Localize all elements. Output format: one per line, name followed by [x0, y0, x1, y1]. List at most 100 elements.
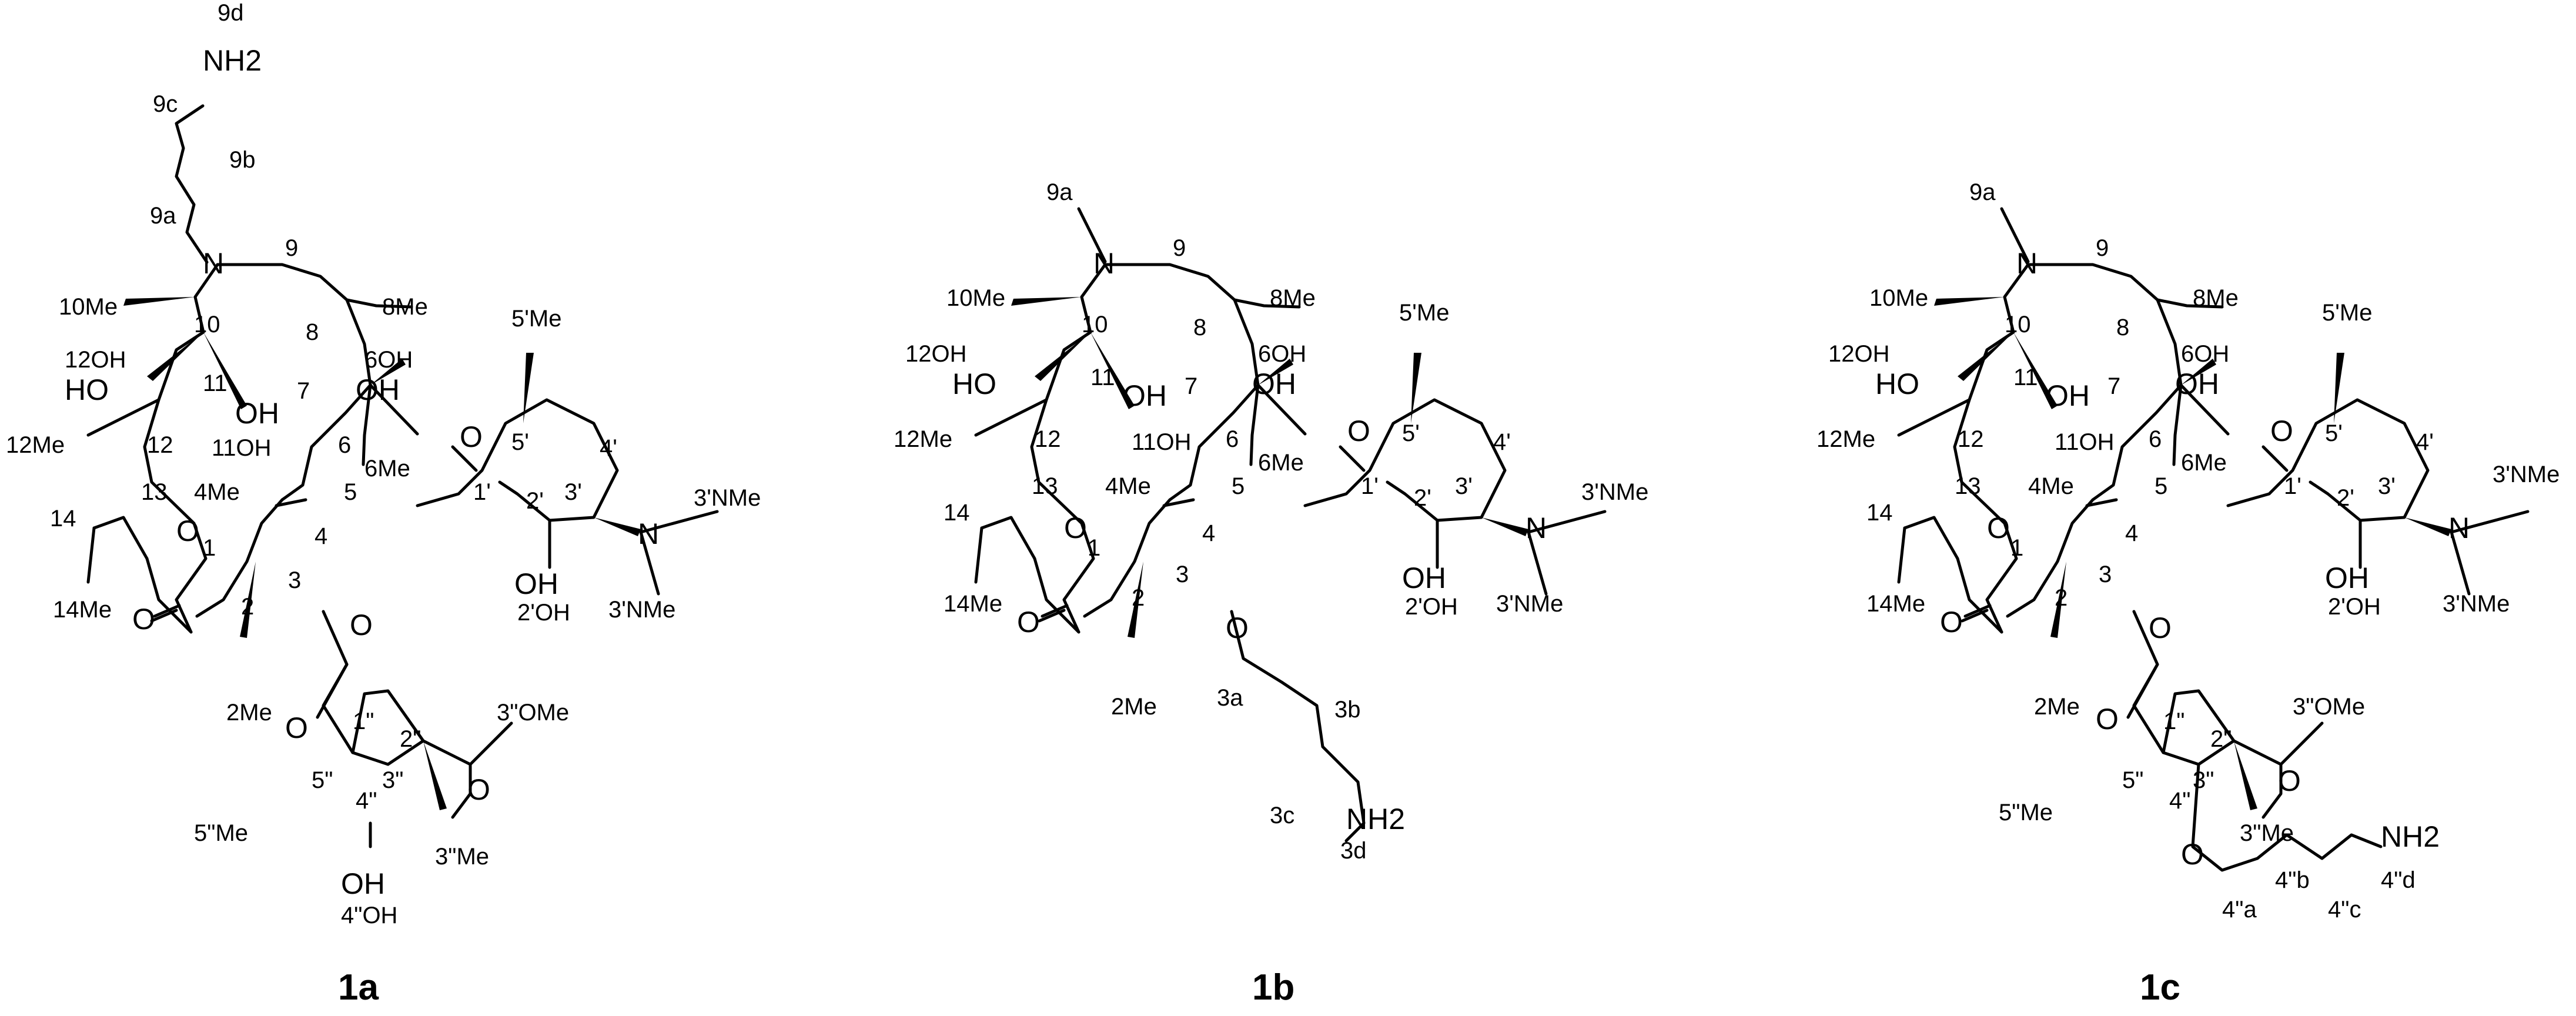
atom-label: 2'OH — [2328, 594, 2381, 620]
atom-label: 5"Me — [1999, 800, 2053, 825]
compound-1c-bonds — [1897, 207, 2530, 872]
atom-label: 8Me — [1270, 285, 1316, 311]
atom-label: 2" — [2210, 726, 2232, 752]
atom-label: 2Me — [1111, 694, 1157, 720]
compound-1a-labels: 9d NH2 9c 9b 9a N 9 10Me 10 8 8Me 5'Me 1… — [6, 0, 761, 928]
atom-label: N — [203, 247, 224, 280]
atom-label: HO — [65, 373, 109, 406]
atom-label: 4Me — [2028, 473, 2074, 499]
atom-label: 2 — [2055, 585, 2068, 611]
atom-label: 9d — [218, 0, 244, 26]
atom-label: OH — [235, 397, 279, 430]
atom-label: 3 — [2099, 562, 2112, 587]
atom-label: 8 — [2116, 315, 2129, 340]
atom-label: 7 — [2107, 373, 2120, 399]
atom-label: 1 — [2010, 535, 2023, 561]
atom-label: 10 — [194, 312, 220, 337]
atom-label: 3'NMe — [1496, 591, 1563, 617]
atom-label: OH — [514, 567, 558, 600]
atom-label: 3a — [1217, 685, 1243, 711]
atom-label: 13 — [141, 479, 168, 505]
atom-label: 9b — [229, 147, 256, 173]
compound-caption: 1a — [338, 967, 379, 1008]
atom-label: 5 — [1232, 473, 1244, 499]
atom-label: 10 — [2005, 312, 2031, 337]
atom-label: 14Me — [1866, 591, 1925, 617]
compound-1a: 9d NH2 9c 9b 9a N 9 10Me 10 8 8Me 5'Me 1… — [6, 0, 761, 1008]
atom-label: 12OH — [65, 347, 126, 373]
atom-label: 2 — [241, 594, 254, 620]
atom-label: N — [1525, 512, 1547, 544]
atom-label: 9a — [1969, 179, 1996, 205]
atom-label: O — [467, 773, 490, 806]
compound-1b-bonds — [974, 207, 1607, 843]
atom-label: OH — [1252, 367, 1296, 400]
atom-label: OH — [2325, 562, 2369, 594]
compound-1c-labels: 9a N 9 10Me 10 8 8Me 5'Me 12OH HO 11 OH … — [1816, 179, 2560, 923]
atom-label: 1' — [2284, 473, 2301, 499]
atom-label: O — [1017, 606, 1040, 639]
atom-label: 5'Me — [1399, 300, 1449, 326]
atom-label: 10Me — [59, 294, 118, 320]
atom-label: 5" — [2122, 767, 2143, 793]
atom-label: 4' — [600, 435, 617, 461]
compound-1a-bonds — [86, 104, 719, 848]
atom-label: 9 — [2096, 235, 2109, 261]
atom-label: 5"Me — [194, 820, 248, 846]
atom-label: 5 — [344, 479, 357, 505]
atom-label: NH2 — [1346, 803, 1405, 835]
atom-label: OH — [2175, 367, 2219, 400]
compound-caption: 1c — [2140, 967, 2180, 1008]
atom-label: 7 — [1185, 373, 1197, 399]
atom-label: 8 — [306, 319, 319, 345]
atom-label: 9c — [153, 91, 178, 117]
atom-label: 2Me — [226, 700, 272, 726]
atom-label: O — [1940, 606, 1963, 639]
atom-label: 11 — [203, 370, 228, 396]
atom-label: 6 — [1226, 426, 1239, 452]
atom-label: 6Me — [364, 456, 410, 482]
atom-label: 4Me — [1105, 473, 1151, 499]
atom-label: N — [638, 517, 659, 550]
atom-label: OH — [341, 867, 385, 900]
atom-label: 5'Me — [511, 306, 561, 332]
atom-label: 4" — [2169, 788, 2190, 814]
atom-label: 3" — [2193, 767, 2214, 793]
atom-label: 14 — [50, 506, 76, 532]
atom-label: O — [1064, 512, 1087, 544]
atom-label: 11 — [1090, 365, 1115, 390]
atom-label: 3'NMe — [694, 485, 761, 511]
atom-label: 3 — [1176, 562, 1189, 587]
atom-label: 12Me — [894, 426, 952, 452]
atom-label: 5' — [2325, 420, 2343, 446]
compound-1b: 9a N 9 10Me 10 8 8Me 5'Me 12OH HO 11 OH … — [894, 179, 1648, 1008]
atom-label: 3'NMe — [2443, 591, 2510, 617]
atom-label: O — [1987, 512, 2010, 544]
atom-label: O — [2096, 703, 2119, 736]
atom-label: 6OH — [364, 347, 413, 373]
atom-label: 5' — [1402, 420, 1420, 446]
compound-caption: 1b — [1252, 967, 1294, 1008]
atom-label: 3b — [1334, 697, 1361, 723]
atom-label: 14 — [1866, 500, 1893, 526]
atom-label: 2'OH — [517, 600, 570, 626]
atom-label: HO — [1875, 367, 1919, 400]
atom-label: O — [2278, 764, 2301, 797]
atom-label: 1' — [1361, 473, 1379, 499]
atom-label: 6 — [338, 432, 351, 458]
atom-label: 14 — [944, 500, 970, 526]
atom-label: 3'NMe — [608, 597, 675, 623]
atom-label: 5" — [312, 767, 333, 793]
atom-label: NH2 — [203, 44, 262, 77]
atom-label: O — [2149, 611, 2172, 644]
atom-label: O — [1347, 415, 1370, 447]
atom-label: OH — [1402, 562, 1446, 594]
atom-label: 8 — [1193, 315, 1206, 340]
atom-label: 1 — [1088, 535, 1100, 561]
atom-label: 1" — [2163, 708, 2184, 734]
atom-label: 9a — [150, 203, 176, 229]
atom-label: 3'NMe — [1581, 479, 1648, 505]
atom-label: 3"Me — [435, 844, 489, 870]
atom-label: 6 — [2149, 426, 2162, 452]
